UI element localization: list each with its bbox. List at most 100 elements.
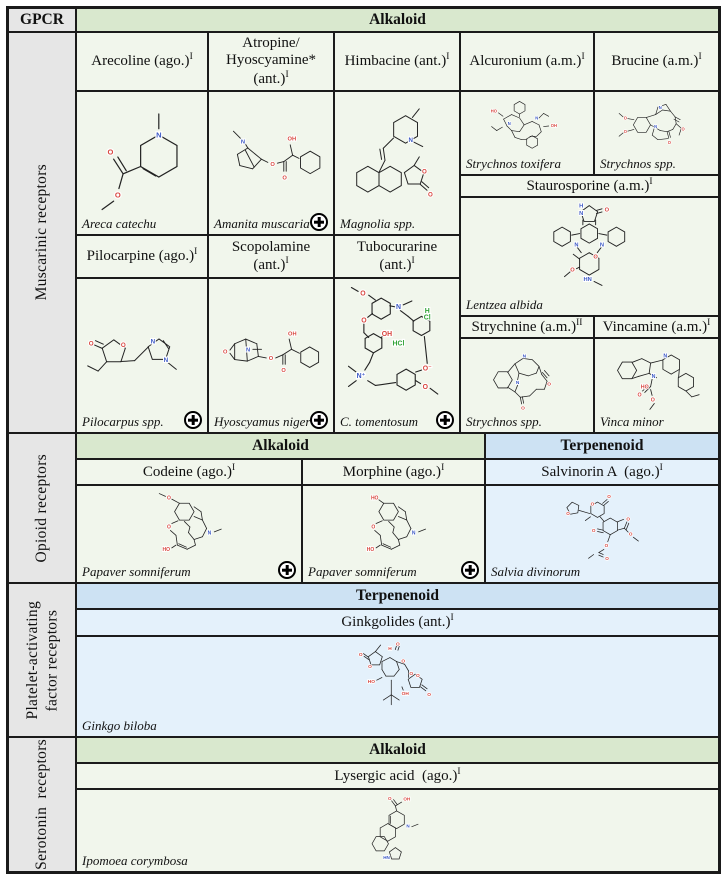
svg-text:N: N (579, 211, 583, 217)
ginkgolides-name-cell: Ginkgolides (ant.)I (76, 609, 719, 636)
salvinorin-species: Salvia divinorum (491, 564, 581, 579)
svg-text:O: O (566, 511, 570, 516)
strychnine-species: Strychnos spp. (466, 414, 542, 429)
opioid-alkaloid-class-header: Alkaloid (76, 433, 485, 459)
pilocarpine-structure-cell: O O N N Pilocarpus spp. (76, 278, 208, 433)
alkaloid-class-header-top: Alkaloid (76, 8, 719, 32)
svg-text:N: N (575, 243, 579, 249)
toxic-plus-icon (436, 411, 454, 429)
svg-text:N: N (659, 105, 662, 110)
svg-text:N: N (600, 243, 604, 249)
svg-text:O: O (570, 267, 575, 273)
svg-text:N: N (151, 339, 156, 346)
svg-text:H: H (579, 204, 583, 210)
svg-text:OH: OH (404, 797, 411, 802)
himbacine-species: Magnolia spp. (340, 216, 416, 231)
staurosporine-species: Lentzea albida (466, 297, 543, 312)
svg-text:N⁺: N⁺ (357, 372, 366, 380)
svg-text:O: O (605, 208, 610, 214)
svg-text:O: O (388, 796, 392, 801)
scopolamine-name-cell: Scopolamine (ant.)I (208, 235, 334, 278)
svg-text:O: O (594, 255, 599, 261)
lysergic-acid-species: Ipomoea corymbosa (82, 853, 188, 868)
svg-text:N: N (654, 124, 657, 129)
gpcr-label: GPCR (20, 11, 64, 28)
svg-text:O: O (624, 129, 628, 134)
svg-text:O: O (651, 398, 655, 404)
toxic-plus-icon (461, 561, 479, 579)
svg-text:O: O (108, 147, 114, 156)
svg-text:O: O (605, 543, 609, 548)
svg-text:HO: HO (162, 547, 170, 553)
svg-text:O: O (629, 532, 633, 537)
tubocurarine-name-cell: Tubocurarine (ant.)I (334, 235, 460, 278)
svg-text:N: N (246, 347, 250, 353)
alcuronium-species: Strychnos toxifera (466, 156, 561, 171)
strychnine-name-cell: Strychnine (a.m.)II (460, 316, 594, 338)
muscarinic-receptors-row-label: Muscarinic receptors (8, 32, 76, 433)
svg-text:N: N (241, 140, 245, 146)
pilocarpine-molecule: O O N N (79, 281, 205, 416)
svg-text:O: O (416, 673, 420, 679)
svg-text:O: O (396, 641, 400, 647)
svg-text:N: N (156, 131, 161, 140)
svg-text:HO: HO (367, 547, 375, 553)
svg-text:O: O (607, 494, 611, 499)
svg-text:O: O (89, 340, 94, 347)
svg-text:N: N (164, 357, 169, 364)
svg-text:O: O (361, 318, 367, 325)
morphine-species: Papaver somniferum (308, 564, 417, 579)
svg-text:O: O (360, 291, 366, 298)
tubocurarine-species: C. tomentosum (340, 414, 418, 429)
toxic-plus-icon (310, 213, 328, 231)
svg-text:OH: OH (551, 123, 557, 128)
vincamine-species: Vinca minor (600, 414, 664, 429)
himbacine-name-cell: Himbacine (ant.)I (334, 32, 460, 91)
svg-text:N: N (407, 824, 410, 829)
svg-text:O: O (422, 169, 427, 176)
svg-text:HO: HO (371, 495, 379, 501)
svg-text:O: O (423, 384, 429, 391)
toxic-plus-icon (184, 411, 202, 429)
svg-text:O: O (605, 556, 609, 561)
lysergic-acid-name-cell: Lysergic acid (ago.)I (76, 763, 719, 789)
opioid-receptors-row-label: Opioid receptors (8, 433, 76, 583)
svg-text:O⁻: O⁻ (423, 366, 432, 373)
scopolamine-species: Hyoscyamus niger (214, 414, 311, 429)
svg-text:O: O (681, 126, 685, 131)
svg-text:O: O (281, 368, 286, 374)
serotonin-alkaloid-class-header: Alkaloid (76, 737, 719, 763)
brucine-species: Strychnos spp. (600, 156, 676, 171)
svg-text:O: O (282, 176, 287, 182)
svg-text:O: O (121, 342, 126, 349)
svg-text:N: N (408, 137, 413, 144)
svg-text:O: O (591, 502, 595, 507)
svg-text:Cl: Cl (424, 315, 431, 322)
pilocarpine-species: Pilocarpus spp. (82, 414, 164, 429)
gpcr-natural-ligand-table: GPCR Alkaloid Muscarinic receptors Areco… (6, 6, 721, 874)
svg-text:OH: OH (382, 331, 392, 338)
paf-receptors-row-label: Platelet-activating factor receptors (8, 583, 76, 737)
svg-text:HO: HO (491, 109, 498, 114)
svg-text:O: O (401, 659, 405, 665)
toxic-plus-icon (278, 561, 296, 579)
svg-text:O: O (638, 393, 642, 399)
atropine-species: Amanita muscaria (214, 216, 310, 231)
atropine-name-cell: Atropine/ Hyoscyamine* (ant.)I (208, 32, 334, 91)
brucine-name-cell: Brucine (a.m.)I (594, 32, 719, 91)
